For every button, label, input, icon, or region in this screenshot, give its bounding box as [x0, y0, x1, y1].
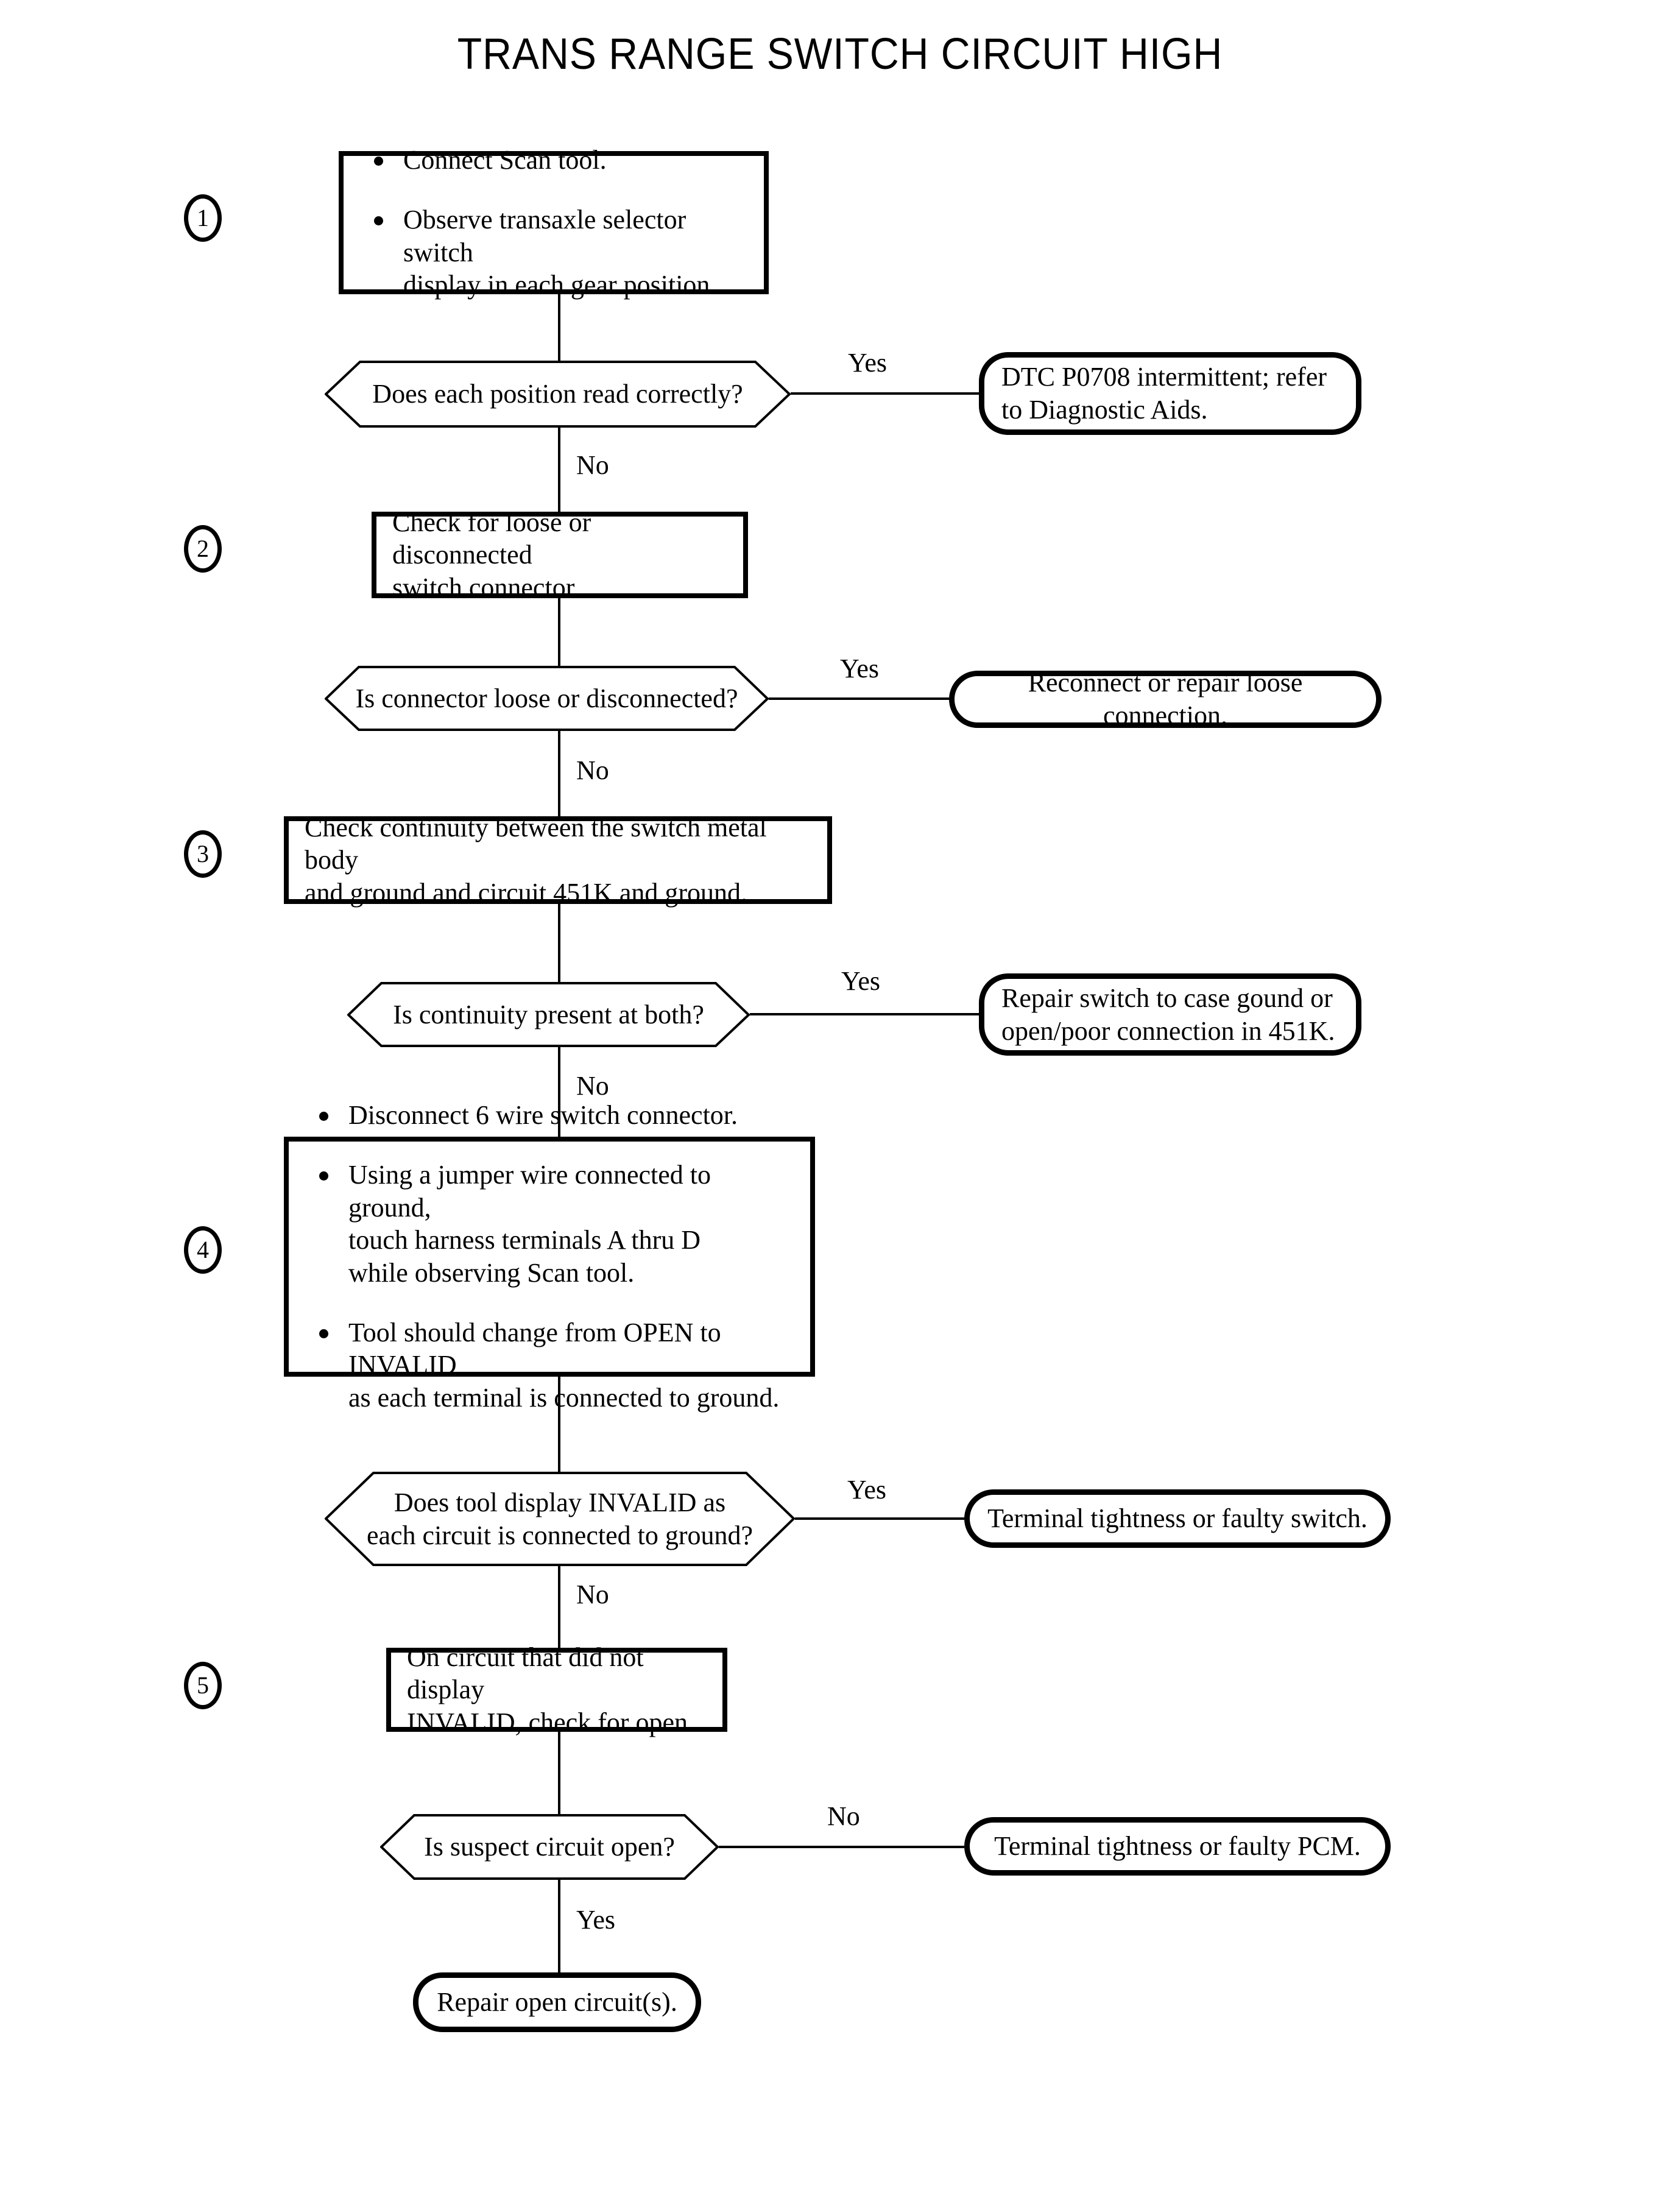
terminal-dtc-p0708-intermittent[interactable]: DTC P0708 intermittent; refer to Diagnos…: [979, 352, 1361, 435]
terminal-terminal-tightness-or-faulty-switch[interactable]: Terminal tightness or faulty switch.: [964, 1489, 1391, 1548]
page-title: TRANS RANGE SWITCH CIRCUIT HIGH: [457, 30, 1223, 79]
terminal-1-label: DTC P0708 intermittent; refer to Diagnos…: [1001, 362, 1327, 425]
decision-4-label: Does tool display INVALID as each circui…: [366, 1487, 754, 1550]
step-marker-3: 3: [184, 830, 222, 878]
process-box-step-2[interactable]: Check for loose or disconnected switch c…: [372, 507, 748, 602]
terminal-repair-open-circuits[interactable]: Repair open circuit(s).: [413, 1972, 701, 2032]
process-box-step-3-label: Check continuity between the switch meta…: [305, 812, 767, 908]
branch-label-yes-3: Yes: [841, 966, 881, 996]
branch-label-no-1: No: [576, 450, 609, 480]
process-box-step-4-bullet-1: Disconnect 6 wire switch connector.: [313, 1099, 794, 1132]
terminal-reconnect-or-repair-loose-connection[interactable]: Reconnect or repair loose connection.: [949, 668, 1382, 730]
decision-is-continuity-present-at-both[interactable]: Is continuity present at both?: [347, 982, 750, 1047]
terminal-repair-switch-to-case-ground[interactable]: Repair switch to case gound or open/poor…: [979, 973, 1361, 1056]
decision-does-each-position-read-correctly[interactable]: Does each position read correctly?: [325, 361, 791, 428]
decision-2-label: Is connector loose or disconnected?: [355, 683, 738, 713]
process-box-step-5-label: On circuit that did not display INVALID,…: [407, 1642, 695, 1737]
step-marker-5: 5: [184, 1662, 222, 1709]
process-box-step-4-bullet-2: Using a jumper wire connected to ground,…: [313, 1159, 794, 1290]
branch-label-no-2: No: [576, 755, 609, 785]
branch-label-yes-4: Yes: [847, 1475, 887, 1505]
decision-1-label: Does each position read correctly?: [372, 379, 743, 409]
decision-3-label: Is continuity present at both?: [393, 999, 704, 1029]
terminal-2-label: Reconnect or repair loose connection.: [1028, 668, 1303, 730]
terminal-3-label: Repair switch to case gound or open/poor…: [1001, 983, 1335, 1046]
step-marker-4-label: 4: [197, 1236, 209, 1263]
step-marker-5-label: 5: [197, 1672, 209, 1699]
step-marker-2-label: 2: [197, 535, 209, 562]
process-box-step-1-list: Connect Scan tool. Observe transaxle sel…: [344, 144, 764, 302]
decision-5-label: Is suspect circuit open?: [424, 1832, 675, 1862]
terminal-terminal-tightness-or-faulty-pcm[interactable]: Terminal tightness or faulty PCM.: [964, 1817, 1391, 1876]
process-box-step-4-bullet-3: Tool should change from OPEN to INVALID …: [313, 1316, 794, 1414]
branch-label-no-4: No: [576, 1580, 609, 1609]
terminal-4-label: Terminal tightness or faulty switch.: [987, 1503, 1368, 1534]
process-box-step-2-label: Check for loose or disconnected switch c…: [392, 507, 591, 602]
process-box-step-1-bullet-1: Connect Scan tool.: [368, 144, 748, 177]
step-marker-1: 1: [184, 194, 222, 242]
process-box-step-5[interactable]: On circuit that did not display INVALID,…: [386, 1642, 727, 1737]
process-box-step-4[interactable]: Disconnect 6 wire switch connector. Usin…: [284, 1100, 815, 1413]
branch-label-no-5: No: [827, 1801, 860, 1831]
process-box-step-1[interactable]: Connect Scan tool. Observe transaxle sel…: [339, 145, 769, 300]
process-box-step-4-list: Disconnect 6 wire switch connector. Usin…: [289, 1099, 810, 1414]
decision-is-suspect-circuit-open[interactable]: Is suspect circuit open?: [380, 1814, 719, 1880]
terminal-6-label: Repair open circuit(s).: [437, 1987, 677, 2018]
step-marker-4: 4: [184, 1226, 222, 1274]
branch-label-yes-1: Yes: [848, 348, 888, 378]
step-marker-3-label: 3: [197, 840, 209, 867]
branch-label-yes-5: Yes: [576, 1905, 616, 1935]
branch-label-yes-2: Yes: [840, 654, 880, 683]
decision-does-tool-display-invalid[interactable]: Does tool display INVALID as each circui…: [325, 1472, 795, 1566]
process-box-step-1-bullet-2: Observe transaxle selector switch displa…: [368, 203, 748, 302]
process-box-step-3[interactable]: Check continuity between the switch meta…: [284, 813, 832, 908]
branch-label-no-3: No: [576, 1071, 609, 1101]
step-marker-2: 2: [184, 525, 222, 573]
decision-is-connector-loose-or-disconnected[interactable]: Is connector loose or disconnected?: [325, 666, 769, 731]
step-marker-1-label: 1: [197, 204, 209, 231]
terminal-5-label: Terminal tightness or faulty PCM.: [994, 1831, 1361, 1862]
